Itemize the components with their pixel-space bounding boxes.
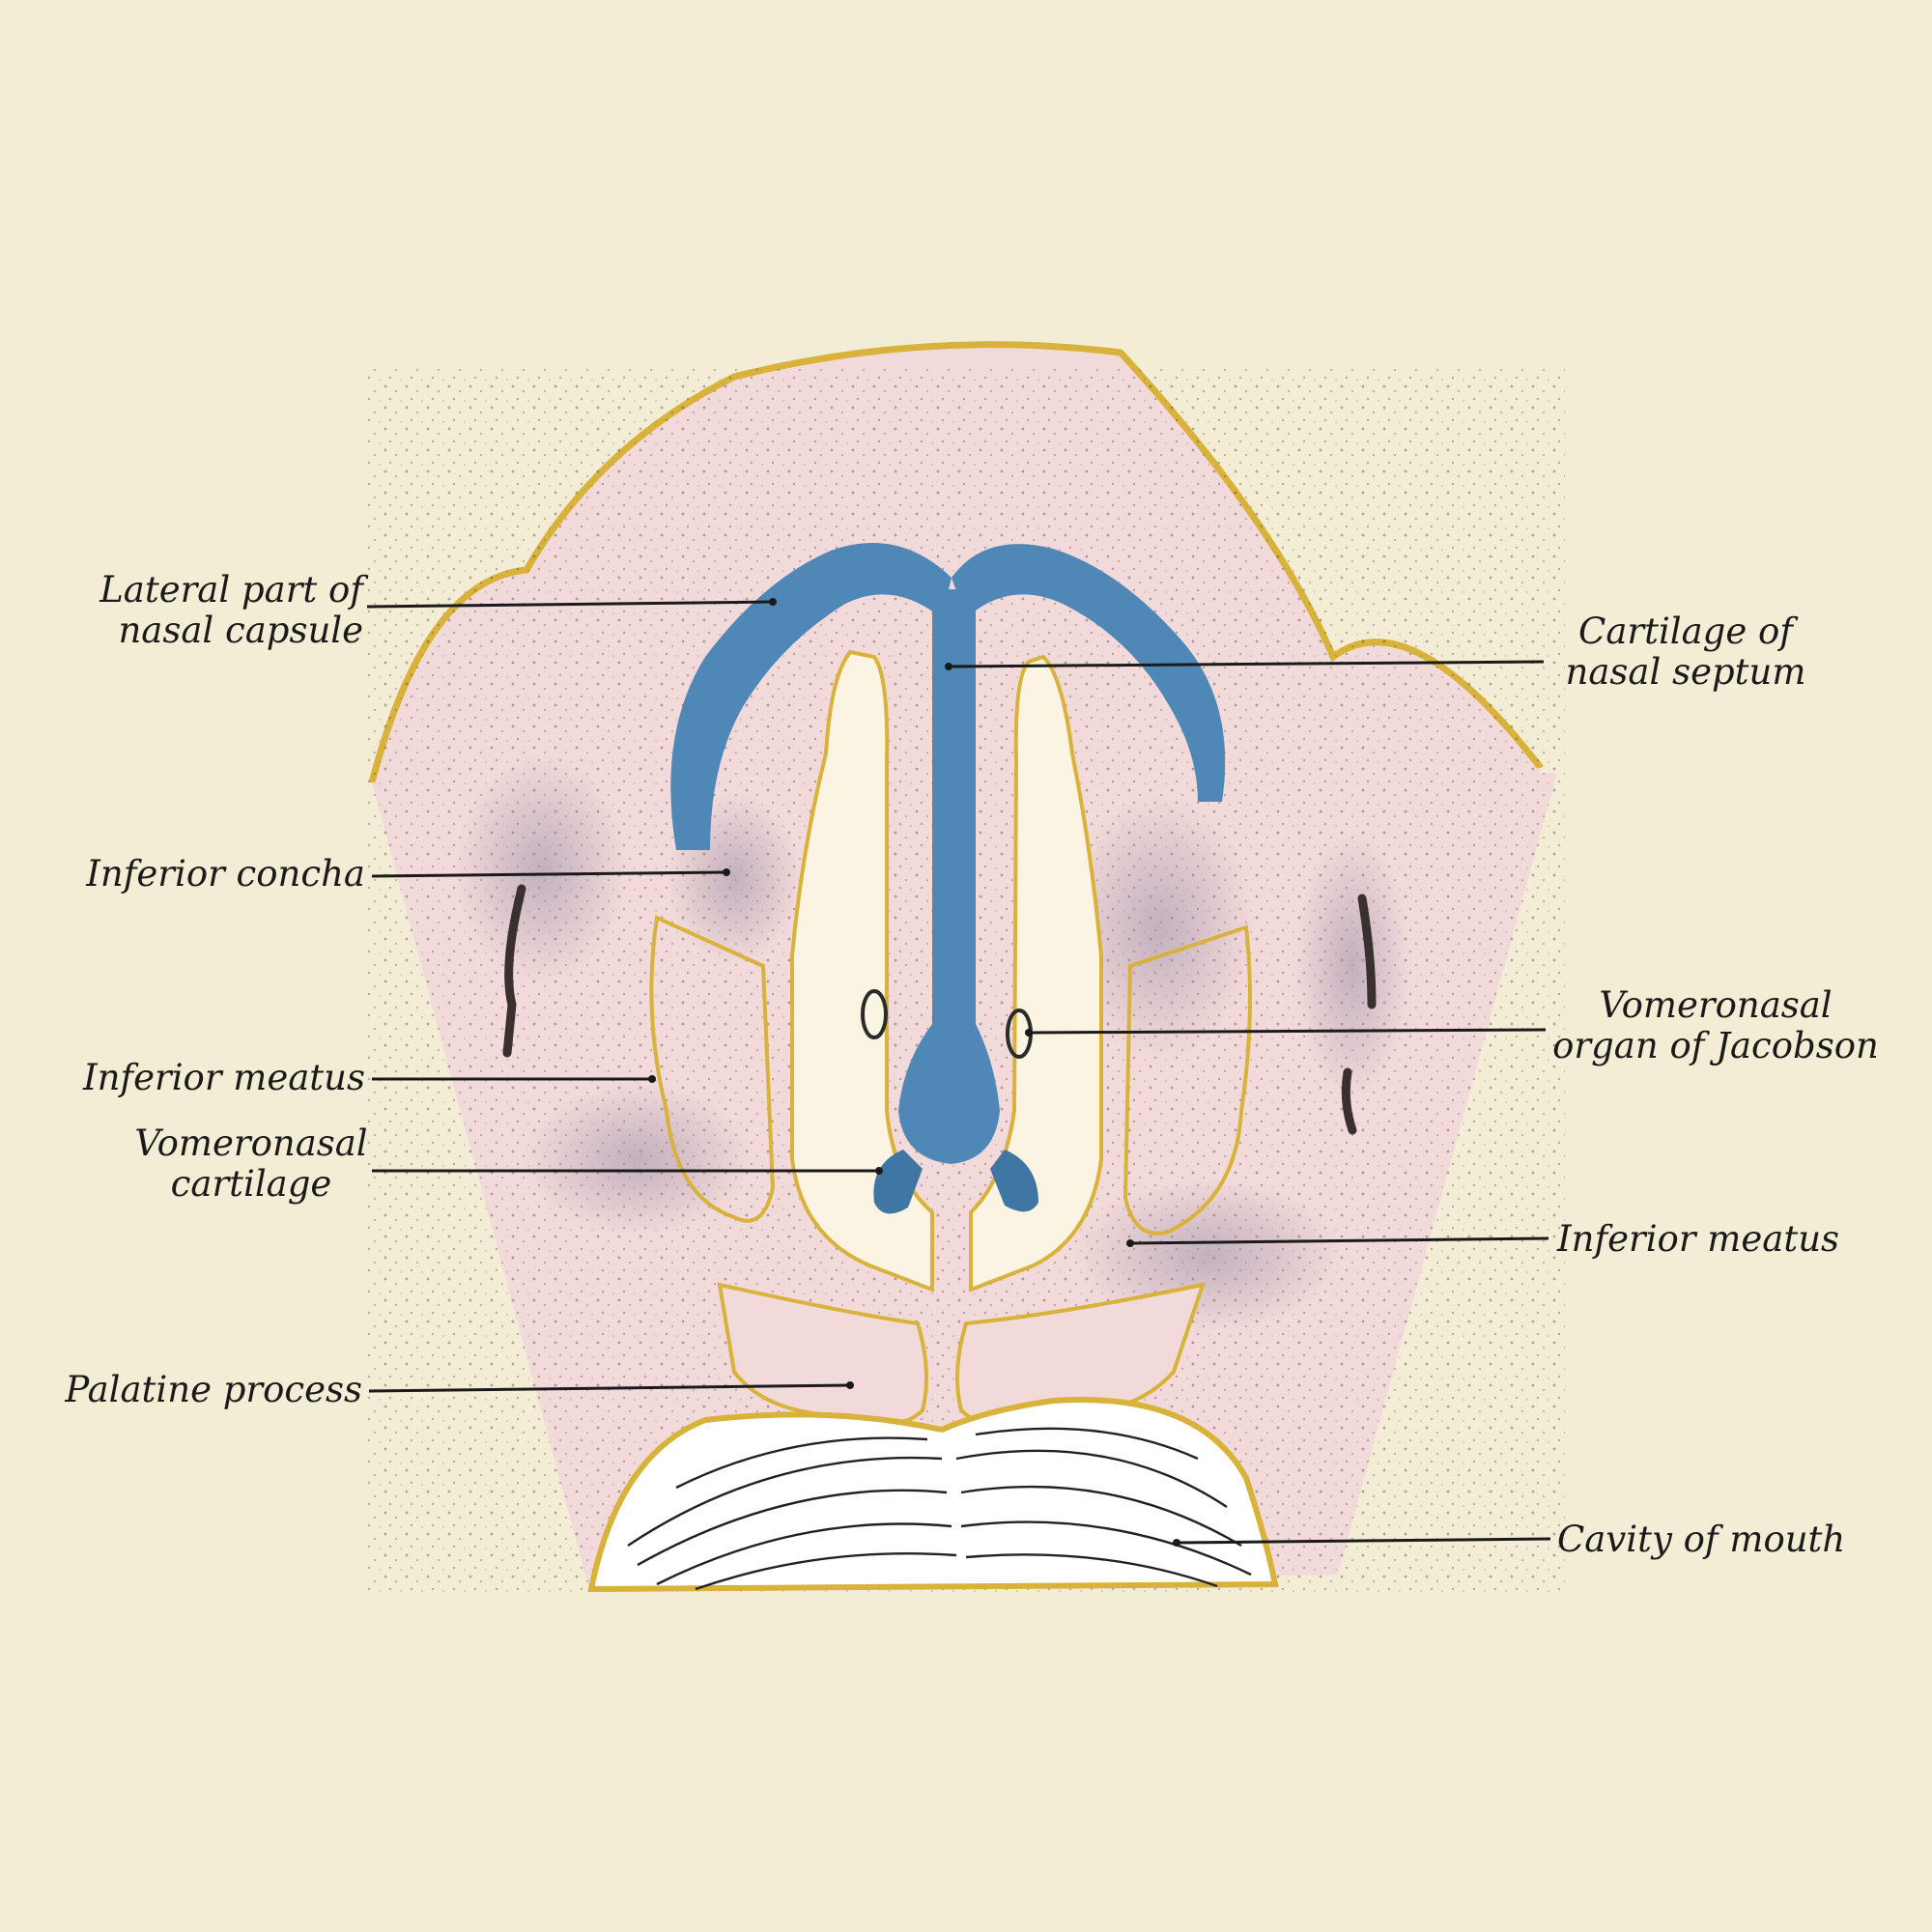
leader-palatine-process xyxy=(368,1383,851,1393)
label-cartilage-septum-line1: Cartilage of xyxy=(1578,611,1793,652)
label-palatine-process: Palatine process xyxy=(48,1370,362,1410)
label-vomeronasal-organ: Vomeronasal organ of Jacobson xyxy=(1544,985,1888,1066)
label-inferior-meatus-left: Inferior meatus xyxy=(58,1058,365,1098)
left-inferior-meatus-channel xyxy=(649,915,776,1223)
label-inferior-concha: Inferior concha xyxy=(58,854,365,895)
label-lateral-part: Lateral part of nasal capsule xyxy=(77,570,363,651)
leader-vomeronasal-organ xyxy=(1028,1028,1547,1035)
mouth-cavity xyxy=(587,1397,1279,1593)
label-cavity-mouth-text: Cavity of mouth xyxy=(1557,1519,1846,1560)
left-nasal-passage xyxy=(790,649,934,1293)
label-palatine-process-text: Palatine process xyxy=(65,1369,362,1410)
leader-cartilage-septum xyxy=(948,660,1545,668)
palatine-process-left xyxy=(717,1282,928,1426)
leader-lateral-part xyxy=(366,600,774,609)
label-cavity-mouth: Cavity of mouth xyxy=(1557,1520,1886,1560)
label-inferior-meatus-right-text: Inferior meatus xyxy=(1557,1218,1840,1260)
leader-inferior-meatus-right xyxy=(1129,1236,1549,1245)
label-cartilage-septum-line2: nasal septum xyxy=(1565,651,1806,693)
leader-inferior-concha xyxy=(371,870,727,878)
label-vomeronasal-cartilage-line1: Vomeronasal xyxy=(134,1122,368,1164)
right-inferior-meatus-channel xyxy=(1122,924,1252,1236)
label-vomeronasal-organ-line2: organ of Jacobson xyxy=(1552,1025,1879,1066)
lateral-nasal-capsule-right xyxy=(952,544,1226,802)
label-inferior-meatus-right: Inferior meatus xyxy=(1557,1219,1886,1260)
vomeronasal-cartilage-right xyxy=(990,1150,1038,1212)
right-nasal-passage xyxy=(969,654,1103,1293)
label-inferior-concha-text: Inferior concha xyxy=(86,853,365,895)
leader-lines xyxy=(366,600,1551,1545)
leader-cavity-mouth xyxy=(1176,1537,1551,1545)
label-inferior-meatus-left-text: Inferior meatus xyxy=(82,1057,365,1098)
label-vomeronasal-cartilage-line2: cartilage xyxy=(170,1163,332,1205)
lateral-nasal-capsule-left xyxy=(670,542,952,850)
label-lateral-part-line2: nasal capsule xyxy=(118,610,363,651)
mouth-hatching xyxy=(627,1427,1252,1591)
septal-cartilage xyxy=(898,589,1000,1164)
label-lateral-part-line1: Lateral part of xyxy=(99,569,363,611)
label-vomeronasal-organ-line1: Vomeronasal xyxy=(1599,984,1833,1026)
label-cartilage-septum: Cartilage of nasal septum xyxy=(1541,611,1831,693)
label-vomeronasal-cartilage: Vomeronasal cartilage xyxy=(126,1123,377,1205)
vomeronasal-cartilage-left xyxy=(873,1150,923,1214)
